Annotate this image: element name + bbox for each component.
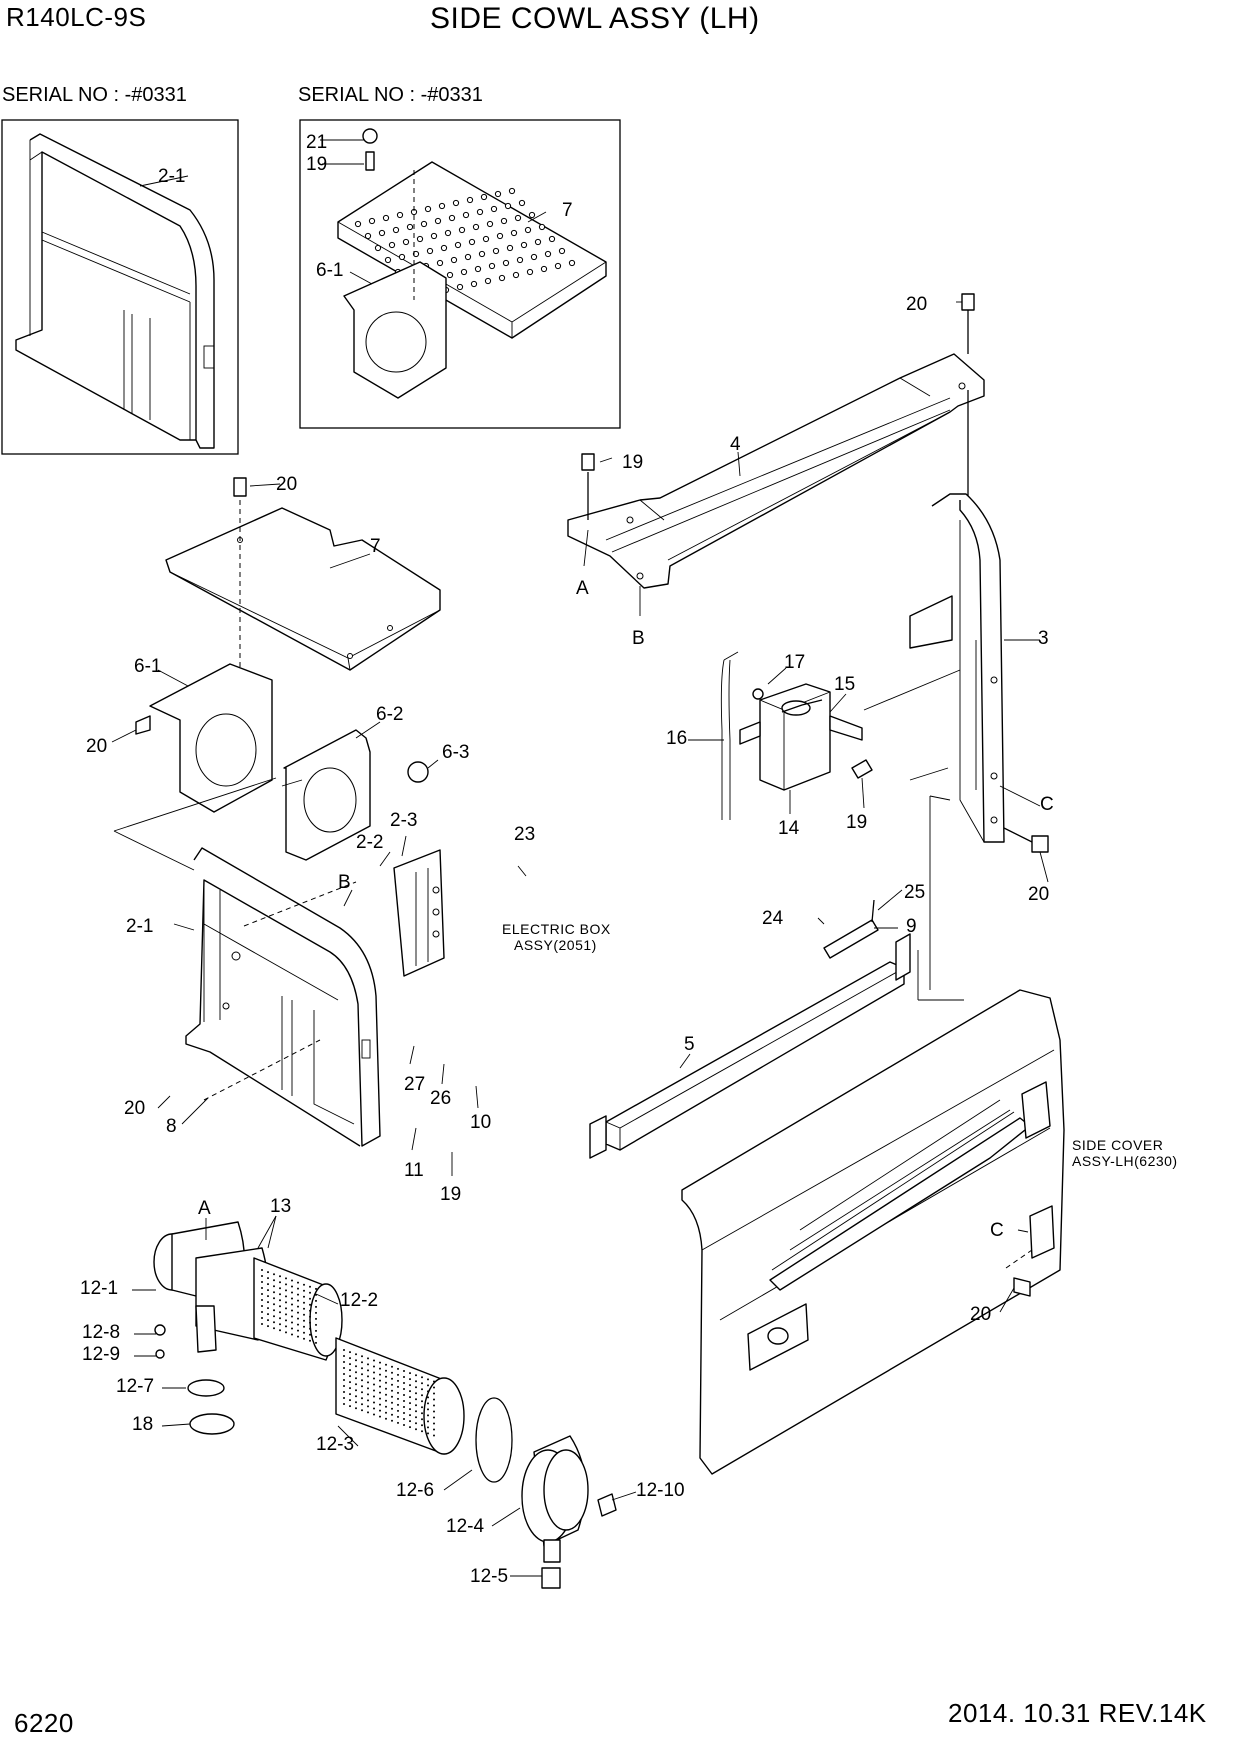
inset-box-left [1, 119, 239, 455]
callout-27: 27 [404, 1074, 425, 1095]
callout-2-2: 2-2 [356, 832, 383, 853]
callout-2-3: 2-3 [390, 810, 417, 831]
callout-12-6: 12-6 [396, 1480, 434, 1501]
callout-7-inset: 7 [562, 200, 573, 221]
vertical-bracket-3 [909, 390, 1049, 853]
air-cleaner-12 [153, 1221, 617, 1589]
callout-18: 18 [132, 1414, 153, 1435]
callout-21-inset: 21 [306, 132, 327, 153]
callout-a-rail: A [576, 578, 589, 599]
callout-b-panel: B [338, 872, 351, 893]
note-electric-box-line1: ELECTRIC BOX [502, 921, 611, 937]
callout-12-3: 12-3 [316, 1434, 354, 1455]
callout-16: 16 [666, 728, 687, 749]
callout-19-inset: 19 [306, 154, 327, 175]
note-side-cover-line1: SIDE COVER [1072, 1137, 1163, 1153]
callout-12-1: 12-1 [80, 1278, 118, 1299]
note-side-cover-line2: ASSY-LH(6230) [1072, 1153, 1178, 1169]
callout-2-1: 2-1 [126, 916, 153, 937]
callout-12-2: 12-2 [340, 1290, 378, 1311]
callout-24: 24 [762, 908, 784, 929]
callout-6-2: 6-2 [376, 704, 403, 725]
callout-20-cover: 20 [970, 1304, 991, 1325]
callout-25: 25 [904, 882, 925, 903]
callout-17: 17 [784, 652, 805, 673]
callout-19-tank: 19 [846, 812, 867, 833]
revision-date: 2014. 10.31 REV.14K [948, 1698, 1207, 1728]
spacer-plate-6-2 [283, 729, 429, 861]
callout-2-1-inset: 2-1 [158, 166, 185, 187]
callout-6-1-inset: 6-1 [316, 260, 343, 281]
reservoir-tank-14 [720, 651, 873, 820]
callout-6-1: 6-1 [134, 656, 161, 677]
leader-lines [111, 139, 1049, 1577]
page-number: 6220 [14, 1708, 74, 1738]
model-number: R140LC-9S [6, 2, 147, 32]
callout-a-filter: A [198, 1198, 211, 1219]
callout-12-5: 12-5 [470, 1566, 508, 1587]
callout-12-10: 12-10 [636, 1480, 685, 1501]
callout-12-8: 12-8 [82, 1322, 120, 1343]
callout-19-rail: 19 [622, 452, 643, 473]
support-bar-5 [589, 899, 911, 1159]
reference-notes: ELECTRIC BOX ASSY(2051) SIDE COVER ASSY-… [502, 921, 1178, 1169]
callout-12-4: 12-4 [446, 1516, 484, 1537]
inset-serial-label-left: SERIAL NO : -#0331 [2, 84, 187, 106]
callout-9: 9 [906, 916, 917, 937]
callout-20-bracket: 20 [1028, 884, 1049, 905]
support-rail-4 [567, 293, 985, 589]
callout-19-lower: 19 [440, 1184, 461, 1205]
inset-serial-label-right: SERIAL NO : -#0331 [298, 84, 483, 106]
callout-labels: 2-1 21 19 7 6-1 20 19 4 A B 20 7 6-1 20 … [80, 132, 1054, 1587]
callout-10: 10 [470, 1112, 491, 1133]
cover-plate-7 [165, 477, 441, 720]
callout-20-left: 20 [86, 736, 107, 757]
callout-5: 5 [684, 1034, 695, 1055]
callout-c-bracket: C [1040, 794, 1054, 815]
callout-11: 11 [404, 1160, 424, 1181]
callout-14: 14 [778, 818, 800, 839]
page-title: SIDE COWL ASSY (LH) [430, 2, 760, 35]
callout-12-7: 12-7 [116, 1376, 154, 1397]
callout-6-3: 6-3 [442, 742, 469, 763]
filter-mesh [261, 1269, 435, 1437]
callout-26: 26 [430, 1088, 451, 1109]
side-cover-assy [681, 989, 1065, 1475]
callout-15: 15 [834, 674, 855, 695]
inset-box-right [299, 119, 621, 429]
callout-c-cover: C [990, 1220, 1004, 1241]
callout-3: 3 [1038, 628, 1049, 649]
callout-23: 23 [514, 824, 535, 845]
side-panel-2-1 [185, 847, 445, 1147]
callout-20-top-right: 20 [906, 294, 927, 315]
callout-8: 8 [166, 1116, 177, 1137]
mounting-bracket-6-1 [135, 663, 273, 813]
callout-12-9: 12-9 [82, 1344, 120, 1365]
callout-4: 4 [730, 434, 741, 455]
callout-b-rail: B [632, 628, 645, 649]
callout-20-lower-left: 20 [124, 1098, 145, 1119]
callout-7: 7 [370, 536, 381, 557]
inset-panel-frame [15, 133, 215, 449]
inset-perforated-plate [337, 128, 607, 399]
callout-13: 13 [270, 1196, 291, 1217]
note-electric-box-line2: ASSY(2051) [514, 937, 597, 953]
callout-20-plate: 20 [276, 474, 297, 495]
